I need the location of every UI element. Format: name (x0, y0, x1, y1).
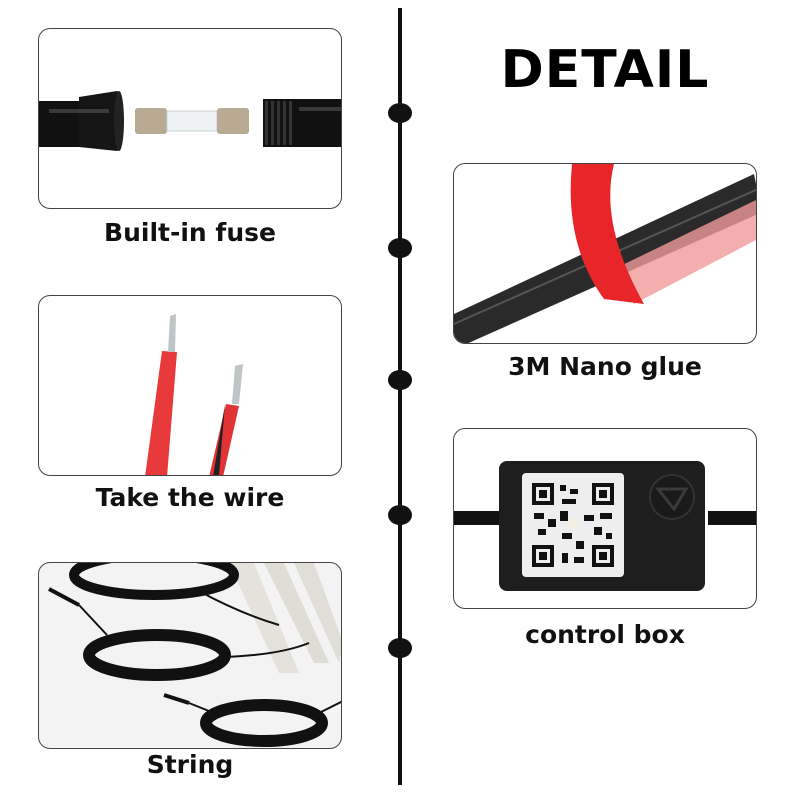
fuse-panel (38, 28, 342, 209)
timeline-line (398, 8, 402, 785)
adhesive-tape-icon (454, 164, 756, 343)
timeline-dot (388, 638, 412, 658)
timeline-dot (388, 238, 412, 258)
control-box-icon (454, 461, 756, 591)
glue-panel (453, 163, 757, 344)
fuse-icon (39, 91, 341, 151)
control-panel (453, 428, 757, 609)
wire-panel (38, 295, 342, 476)
timeline-dot (388, 370, 412, 390)
timeline-dot (388, 103, 412, 123)
caption-fuse: Built-in fuse (104, 218, 276, 247)
caption-glue: 3M Nano glue (508, 352, 702, 381)
cable-coil-icon (48, 563, 341, 747)
caption-control: control box (525, 620, 685, 649)
caption-string: String (146, 750, 234, 779)
timeline-dot (388, 505, 412, 525)
page-title: DETAIL (500, 40, 710, 100)
caption-wire: Take the wire (95, 483, 285, 512)
wire-icon (145, 314, 243, 475)
string-panel (38, 562, 342, 749)
